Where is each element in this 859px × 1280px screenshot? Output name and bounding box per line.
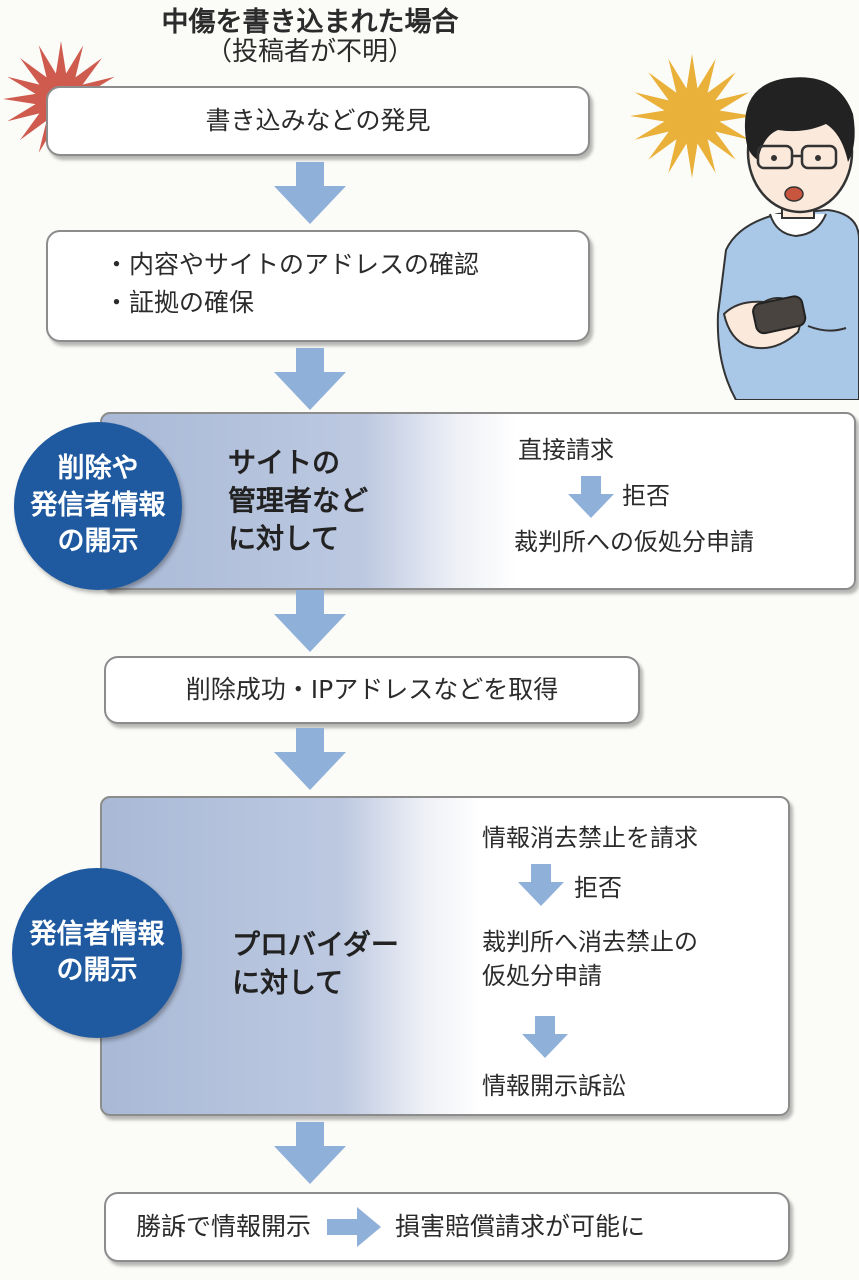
damages-claim-text: 損害賠償請求が可能に <box>395 1212 646 1242</box>
erase-ban-petition-text: 裁判所へ消去禁止の 仮処分申請 <box>482 928 698 990</box>
step-discovery-text: 書き込みなどの発見 <box>205 106 431 136</box>
yellow-burst-icon <box>630 54 754 178</box>
right-arrow-icon <box>327 1207 382 1247</box>
down-arrow-icon <box>274 162 346 224</box>
provider-panel: プロバイダー に対して 情報消去禁止を請求 拒否 裁判所へ消去禁止の 仮処分申請… <box>100 796 790 1116</box>
down-arrow-icon <box>274 590 346 652</box>
confirm-line-1: ・内容やサイトのアドレスの確認 <box>104 250 480 279</box>
provider-refused-text: 拒否 <box>574 874 622 902</box>
small-down-arrow-icon <box>518 864 564 906</box>
down-arrow-icon <box>274 348 346 410</box>
subtitle-text: （投稿者が不明） <box>205 37 414 68</box>
badge-removal-disclosure: 削除や 発信者情報 の開示 <box>14 422 182 590</box>
site-admin-target-label: サイトの 管理者など に対して <box>228 446 369 555</box>
down-arrow-icon <box>274 1122 346 1184</box>
step-final-box: 勝訴で情報開示 損害賠償請求が可能に <box>104 1192 790 1262</box>
step-ip-obtained-box: 削除成功・IPアドレスなどを取得 <box>104 656 640 724</box>
title-text: 中傷を書き込まれた場合 <box>161 7 459 38</box>
badge-sender-disclosure: 発信者情報 の開示 <box>12 868 182 1038</box>
site-admin-panel: サイトの 管理者など に対して 直接請求 拒否 裁判所への仮処分申請 <box>100 412 856 590</box>
small-down-arrow-icon <box>522 1016 568 1058</box>
step-confirm-box: ・内容やサイトのアドレスの確認 ・証拠の確保 <box>46 230 590 342</box>
page-title: 中傷を書き込まれた場合 （投稿者が不明） <box>0 7 620 68</box>
provider-target-label: プロバイダー に対して <box>232 928 399 999</box>
worried-person-illustration <box>716 77 859 400</box>
erase-ban-request-text: 情報消去禁止を請求 <box>482 824 698 852</box>
direct-request-text: 直接請求 <box>518 436 614 464</box>
win-disclosure-text: 勝訴で情報開示 <box>136 1212 312 1242</box>
down-arrow-icon <box>274 728 346 790</box>
small-down-arrow-icon <box>568 476 614 518</box>
refused-text: 拒否 <box>622 482 670 510</box>
confirm-line-2: ・証拠の確保 <box>104 287 255 317</box>
step-discovery-box: 書き込みなどの発見 <box>46 86 590 156</box>
disclosure-lawsuit-text: 情報開示訴訟 <box>482 1072 626 1100</box>
court-petition-text: 裁判所への仮処分申請 <box>514 528 754 556</box>
step-ip-obtained-text: 削除成功・IPアドレスなどを取得 <box>185 675 559 705</box>
